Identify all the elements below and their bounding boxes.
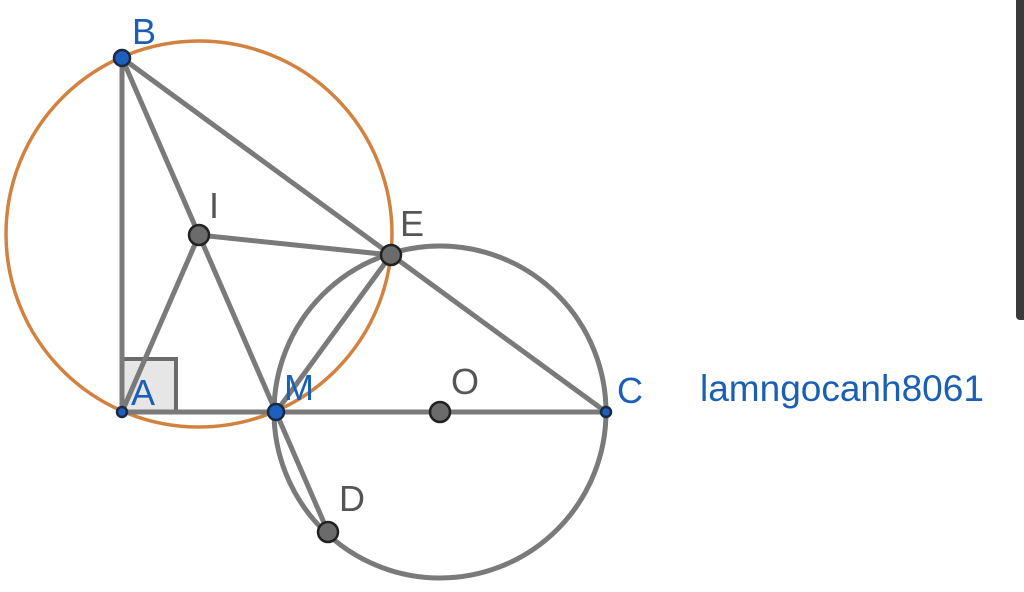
label-b: B: [132, 11, 156, 52]
label-e: E: [400, 203, 424, 244]
label-d: D: [339, 478, 365, 519]
label-c: C: [617, 370, 643, 411]
segment-ie: [196, 232, 394, 258]
label-a: A: [131, 372, 155, 413]
label-m: M: [284, 367, 314, 408]
watermark-text: lamngocanh8061: [700, 368, 984, 409]
point-a: [115, 405, 129, 419]
point-c: [599, 405, 613, 419]
circle-abem: [4, 39, 394, 429]
window-edge: [1016, 0, 1024, 320]
segment-id: [196, 232, 331, 535]
point-b: [112, 48, 132, 68]
point-d: [316, 520, 340, 544]
label-i: I: [209, 185, 219, 226]
segment-me: [273, 252, 394, 415]
segment-bi: [119, 55, 202, 238]
point-e: [379, 243, 403, 267]
point-m: [266, 402, 286, 422]
point-o: [428, 400, 452, 424]
label-o: O: [451, 361, 479, 402]
segment-ai: [119, 232, 202, 415]
segment-bc: [119, 55, 609, 415]
point-i: [187, 223, 211, 247]
